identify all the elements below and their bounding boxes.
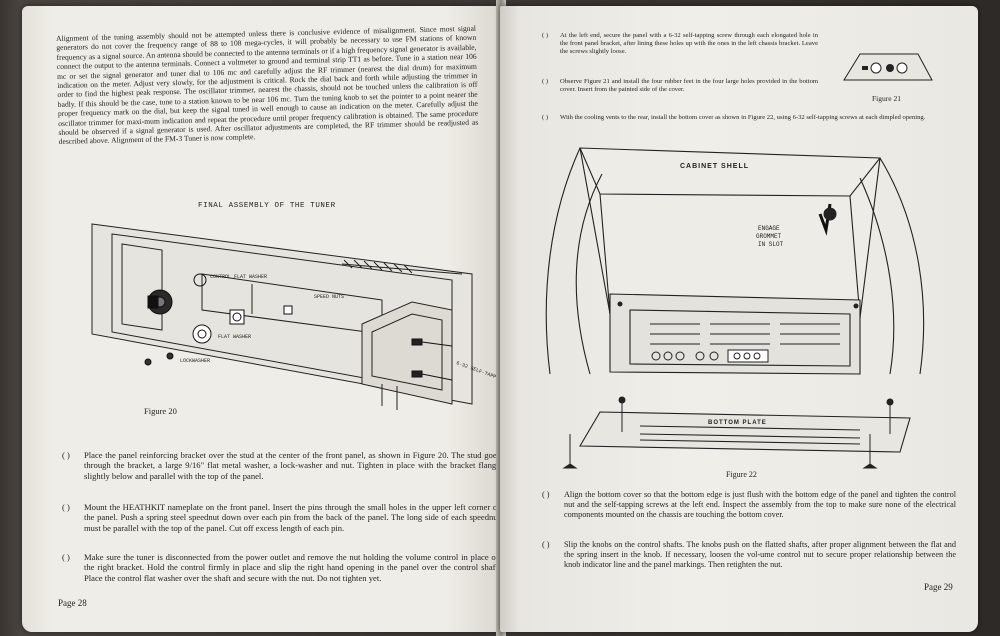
step-secure-panel: ( ) At the left end, secure the panel wi…	[542, 32, 818, 57]
checkbox[interactable]: ( )	[542, 540, 550, 549]
label-engage: ENGAGE	[758, 225, 780, 232]
figure-22-drawing: CABINET SHELL ENGAGE GROMMET IN SLOT BOT…	[545, 147, 925, 469]
step-text: Observe Figure 21 and install the four r…	[560, 78, 818, 94]
checkbox[interactable]: ( )	[542, 32, 549, 39]
label-lockwasher: LOCKWASHER	[180, 358, 210, 364]
step-text: Mount the HEATHKIT nameplate on the fron…	[84, 502, 500, 533]
figure-22-caption: Figure 22	[726, 470, 757, 479]
checkbox[interactable]: ( )	[62, 502, 70, 512]
label-speed-nuts: SPEED NUTS	[314, 294, 344, 300]
step-align-bottom-cover: ( ) Align the bottom cover so that the b…	[542, 490, 956, 520]
checkbox[interactable]: ( )	[542, 114, 549, 121]
step-knobs: ( ) Slip the knobs on the control shafts…	[542, 540, 956, 570]
figure-20-caption: Figure 20	[144, 406, 177, 416]
figure-20-drawing: CONTROL FLAT WASHER SPEED NUTS FLAT WASH…	[91, 223, 525, 410]
label-in-slot: IN SLOT	[758, 241, 784, 248]
checkbox[interactable]: ( )	[542, 490, 550, 499]
step-text: With the cooling vents to the rear, inst…	[560, 114, 926, 121]
label-bottom-plate: BOTTOM PLATE	[708, 420, 767, 426]
step-bottom-cover: ( ) With the cooling vents to the rear, …	[542, 114, 950, 122]
step-text: Make sure the tuner is disconnected from…	[84, 552, 500, 583]
step-reinforcing-bracket: ( ) Place the panel reinforcing bracket …	[62, 450, 500, 481]
step-text: At the left end, secure the panel with a…	[560, 32, 818, 56]
step-volume-control: ( ) Make sure the tuner is disconnected …	[62, 552, 500, 583]
label-control-washer: CONTROL FLAT WASHER	[210, 274, 267, 280]
step-text: Place the panel reinforcing bracket over…	[84, 450, 500, 481]
section-title: FINAL ASSEMBLY OF THE TUNER	[198, 202, 336, 210]
figure-21-caption: Figure 21	[872, 94, 901, 103]
page-number-right: Page 29	[924, 582, 953, 592]
step-nameplate: ( ) Mount the HEATHKIT nameplate on the …	[62, 502, 500, 533]
right-page: ( ) At the left end, secure the panel wi…	[500, 6, 978, 632]
checkbox[interactable]: ( )	[542, 78, 549, 85]
checkbox[interactable]: ( )	[62, 552, 70, 562]
left-page: Alignment of the tuning assembly should …	[22, 6, 525, 632]
alignment-paragraph: Alignment of the tuning assembly should …	[56, 23, 479, 147]
step-text: Slip the knobs on the control shafts. Th…	[564, 540, 956, 569]
checkbox[interactable]: ( )	[62, 450, 70, 460]
step-text: Align the bottom cover so that the botto…	[564, 490, 956, 519]
figure-21-drawing	[843, 53, 933, 81]
step-rubber-feet: ( ) Observe Figure 21 and install the fo…	[542, 78, 818, 94]
label-flat-washer: FLAT WASHER	[218, 334, 251, 340]
page-number-left: Page 28	[58, 598, 87, 608]
label-grommet: GROMMET	[756, 233, 782, 240]
label-cabinet-shell: CABINET SHELL	[680, 163, 749, 170]
